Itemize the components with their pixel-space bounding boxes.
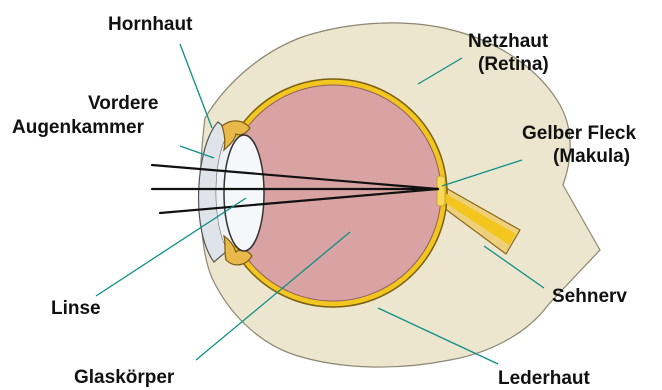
label-retina-line1: Netzhaut: [468, 31, 549, 52]
label-cornea: Hornhaut: [108, 14, 193, 35]
label-retina-line2: (Retina): [478, 54, 549, 75]
leader-cornea: [180, 44, 212, 128]
label-sclera: Lederhaut: [498, 368, 591, 389]
label-optic-nerve: Sehnerv: [552, 286, 627, 307]
macula-spot: [437, 176, 445, 206]
label-macula-line2: (Makula): [553, 146, 630, 167]
label-anterior-chamber-line1: Vordere: [88, 93, 158, 114]
label-lens: Linse: [51, 298, 101, 319]
label-anterior-chamber-line2: Augenkammer: [12, 117, 145, 138]
lens: [224, 135, 264, 251]
label-macula-line1: Gelber Fleck: [522, 123, 636, 144]
label-vitreous: Glaskörper: [74, 367, 175, 388]
